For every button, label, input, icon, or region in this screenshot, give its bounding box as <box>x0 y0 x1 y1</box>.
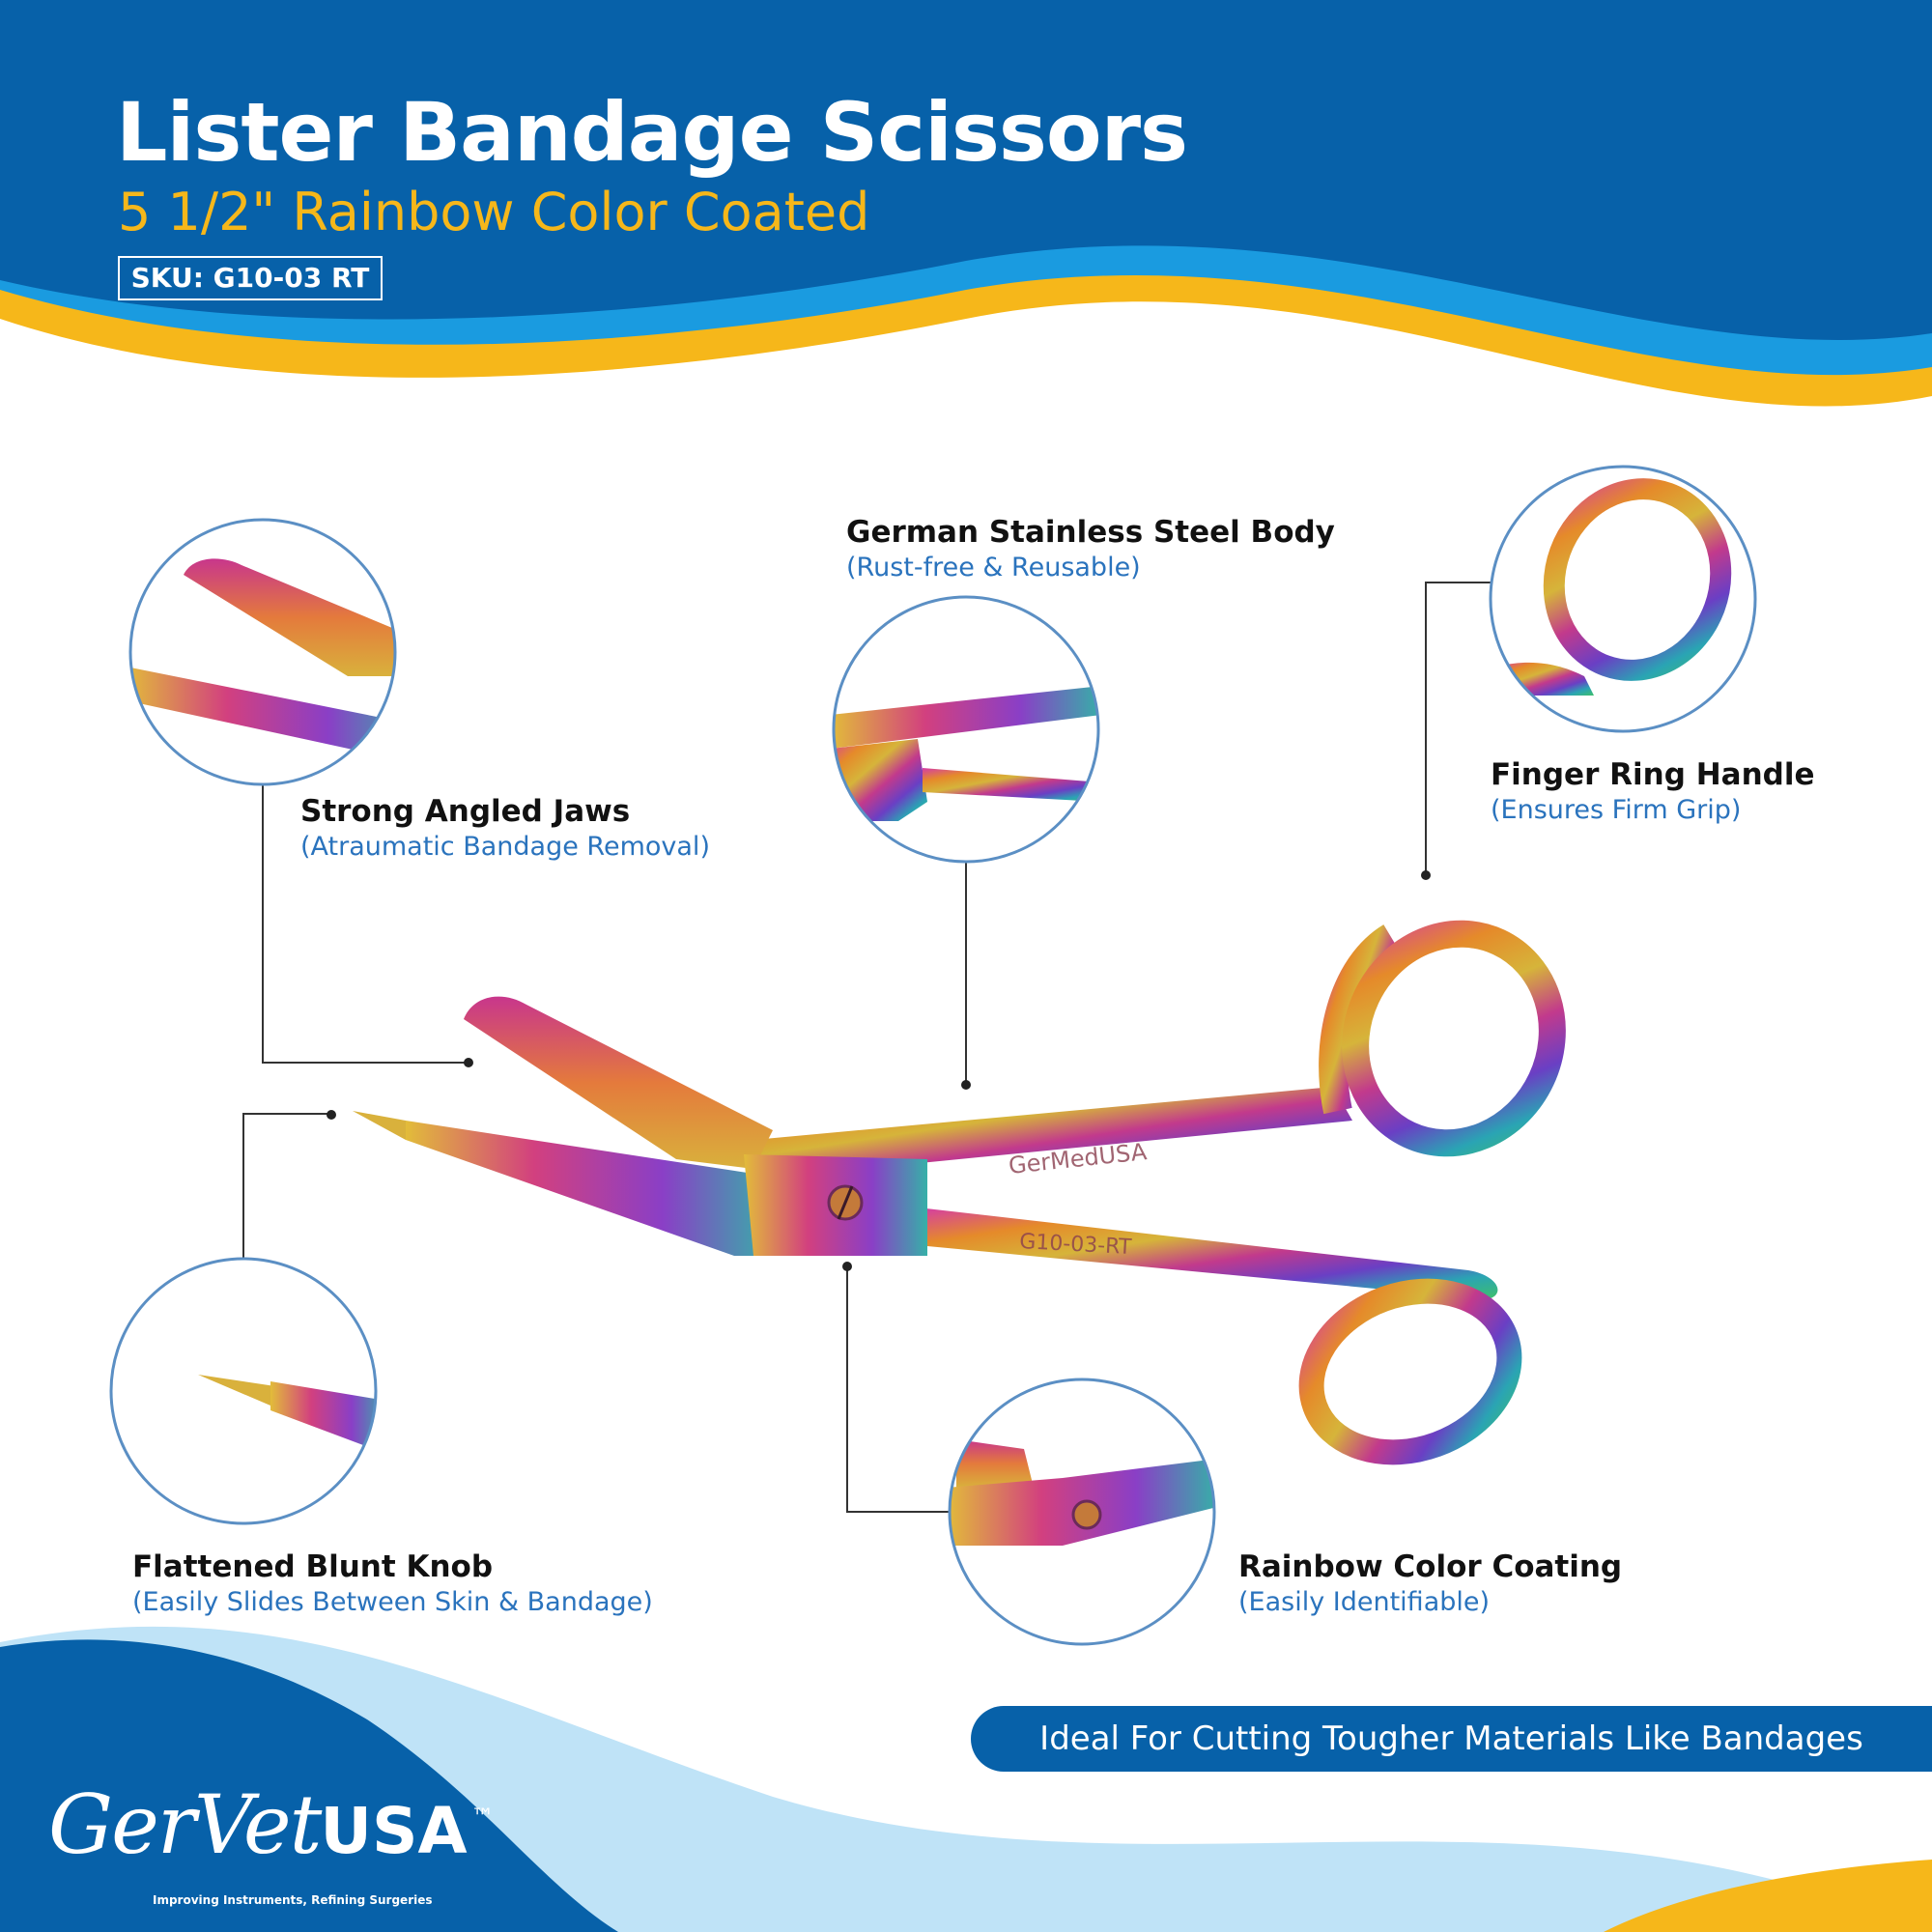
feature-subtitle-ring: (Ensures Firm Grip) <box>1491 795 1742 825</box>
feature-subtitle-knob: (Easily Slides Between Skin & Bandage) <box>132 1587 653 1617</box>
brand-slogan: Improving Instruments, Refining Surgerie… <box>153 1893 433 1907</box>
feature-title-coating: Rainbow Color Coating <box>1238 1549 1623 1584</box>
callout-knob <box>109 1257 378 1525</box>
scissors-engraving-sku: G10-03-RT <box>1019 1230 1133 1260</box>
callout-ring <box>1489 465 1757 733</box>
feature-title-body: German Stainless Steel Body <box>846 515 1335 550</box>
page-title: Lister Bandage Scissors <box>116 85 1188 180</box>
scissors-illustration <box>353 920 1566 1465</box>
brand-logo-usa: USA <box>320 1794 468 1868</box>
callout-body <box>832 595 1100 864</box>
tagline-banner: Ideal For Cutting Tougher Materials Like… <box>971 1706 1932 1772</box>
feature-subtitle-jaws: (Atraumatic Bandage Removal) <box>300 832 710 862</box>
feature-title-knob: Flattened Blunt Knob <box>132 1549 494 1584</box>
page-subtitle: 5 1/2" Rainbow Color Coated <box>118 182 870 242</box>
leader-lines <box>242 582 1491 1513</box>
feature-subtitle-body: (Rust-free & Reusable) <box>846 553 1141 582</box>
sku-badge: SKU: G10-03 RT <box>118 256 383 300</box>
feature-subtitle-coating: (Easily Identifiable) <box>1238 1587 1491 1617</box>
feature-title-ring: Finger Ring Handle <box>1491 757 1815 792</box>
header-banner <box>0 0 1932 407</box>
callout-coating <box>948 1378 1216 1646</box>
callout-jaws <box>128 518 397 786</box>
brand-logo-tm: ™ <box>470 1804 495 1831</box>
leader-dots <box>327 870 1431 1271</box>
feature-title-jaws: Strong Angled Jaws <box>300 794 631 829</box>
brand-logo-script: GerVet <box>48 1777 322 1872</box>
footer-banner <box>0 1626 1932 1932</box>
